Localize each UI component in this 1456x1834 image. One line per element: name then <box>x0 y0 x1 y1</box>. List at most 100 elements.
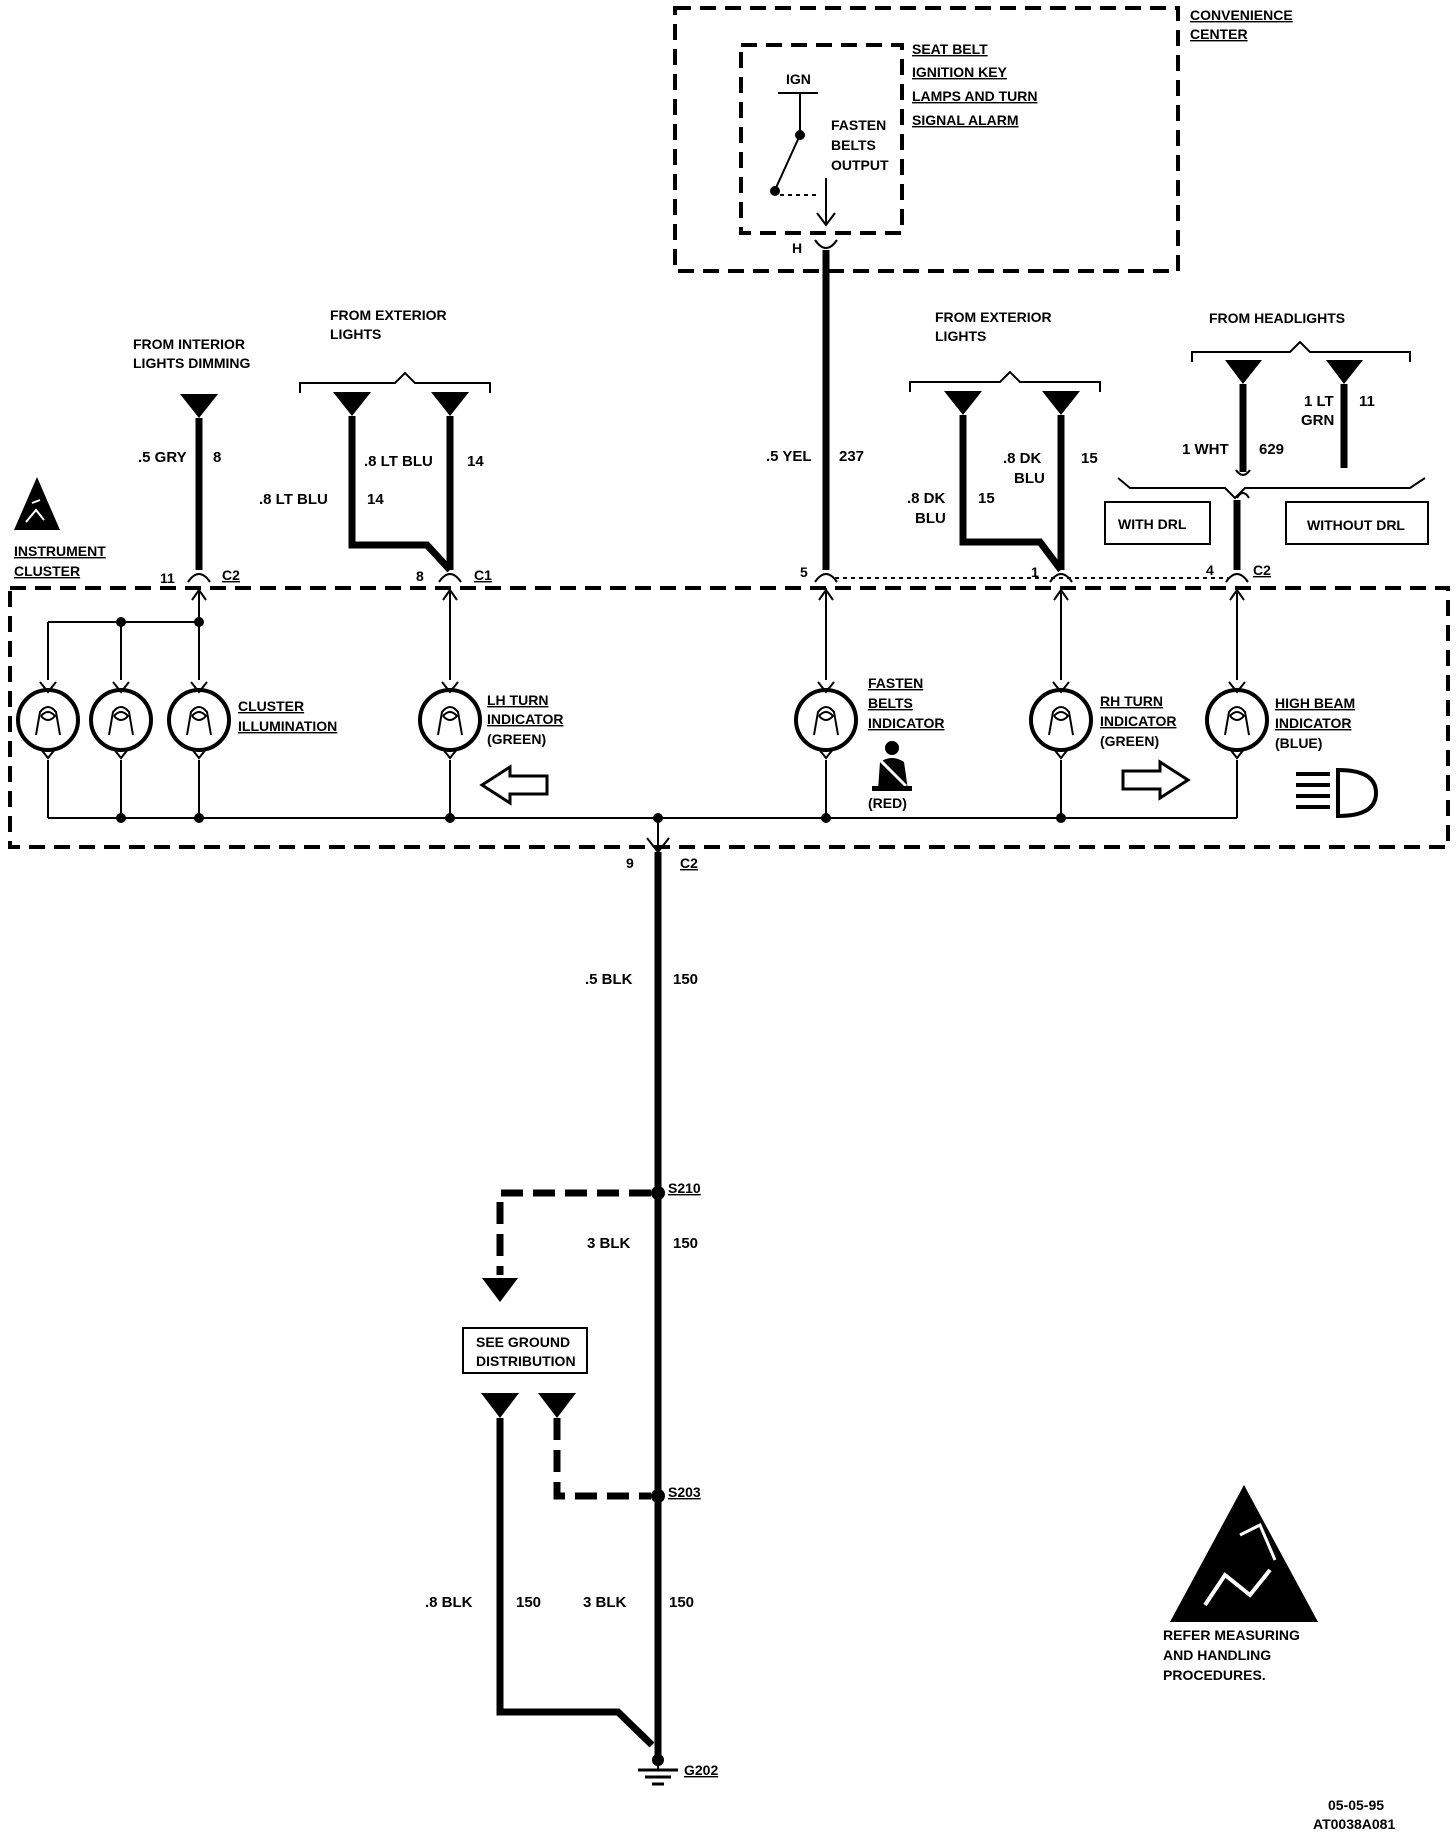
bulb-lh-turn-icon <box>418 681 482 760</box>
wire-wht-color: 1 WHT <box>1182 441 1229 458</box>
with-drl-label: WITH DRL <box>1118 516 1187 532</box>
doc-date: 05-05-95 <box>1328 1797 1384 1813</box>
ground-ref-1: SEE GROUND <box>476 1334 570 1350</box>
bulb-icons <box>16 681 1269 760</box>
pin-11: 11 <box>160 570 175 586</box>
bulb-high-beam-icon <box>1205 681 1269 760</box>
pin-8: 8 <box>416 568 424 584</box>
output-line-3: OUTPUT <box>831 157 889 173</box>
module-line-4: SIGNAL ALARM <box>912 112 1019 128</box>
esd-note-2: AND HANDLING <box>1163 1647 1271 1663</box>
bulb-rh-turn-icon <box>1029 681 1093 760</box>
esd-note-1: REFER MEASURING <box>1163 1627 1300 1643</box>
lamp-lh-turn-2: INDICATOR <box>487 711 563 727</box>
cluster-title-1: INSTRUMENT <box>14 543 106 559</box>
ign-label: IGN <box>786 71 811 87</box>
output-line-1: FASTEN <box>831 117 886 133</box>
with-drl-box <box>1104 501 1211 545</box>
lamp-fasten-color: (RED) <box>868 795 907 811</box>
output-line-2: BELTS <box>831 137 876 153</box>
lamp-fasten-2: BELTS <box>868 695 913 711</box>
convenience-center-title-1: CONVENIENCE <box>1190 7 1293 23</box>
lamp-high-beam-3: (BLUE) <box>1275 735 1322 751</box>
ground-distribution-box <box>462 1327 588 1374</box>
bulb-2-icon <box>89 681 153 760</box>
lamp-lh-turn-3: (GREEN) <box>487 731 546 747</box>
lamp-high-beam-2: INDICATOR <box>1275 715 1351 731</box>
wire-dkblu-a-color-1: .8 DK <box>1003 450 1042 467</box>
esd-note-3: PROCEDURES. <box>1163 1667 1266 1683</box>
left-arrow-icon <box>479 764 549 806</box>
bulb-cluster-illumination-icon <box>167 681 231 760</box>
lamp-rh-turn-1: RH TURN <box>1100 693 1163 709</box>
conn-c2-b: C2 <box>1253 562 1271 578</box>
ground-g202: G202 <box>684 1762 718 1778</box>
wire-wht-circuit: 629 <box>1259 441 1284 458</box>
wire-blk4-circuit: 150 <box>669 1594 694 1611</box>
pin-5: 5 <box>800 564 808 580</box>
wire-blk1-color: .5 BLK <box>585 971 633 988</box>
wire-gry-color: .5 GRY <box>138 449 187 466</box>
wire-dkblu-b-color-1: .8 DK <box>907 490 946 507</box>
module-line-1: SEAT BELT <box>912 41 988 57</box>
src-exterior-right-1: FROM EXTERIOR <box>935 309 1052 325</box>
lamp-high-beam-1: HIGH BEAM <box>1275 695 1355 711</box>
wire-blk2-circuit: 150 <box>673 1235 698 1252</box>
conn-c1: C1 <box>474 567 492 583</box>
splice-s203: S203 <box>668 1484 701 1500</box>
cluster-title-2: CLUSTER <box>14 563 80 579</box>
wire-dkblu-a-color-2: BLU <box>1014 470 1045 487</box>
pin-9: 9 <box>626 855 634 871</box>
wire-ltgrn-color-2: GRN <box>1301 412 1334 429</box>
high-beam-symbol-icon <box>1296 767 1379 819</box>
ground-ref-2: DISTRIBUTION <box>476 1353 576 1369</box>
pin-4: 4 <box>1206 562 1214 578</box>
src-exterior-left-1: FROM EXTERIOR <box>330 307 447 323</box>
wire-blk3-circuit: 150 <box>516 1594 541 1611</box>
wire-ltblu-b-circuit: 14 <box>367 491 384 508</box>
lamp-lh-turn-1: LH TURN <box>487 692 548 708</box>
convenience-center-title-2: CENTER <box>1190 26 1248 42</box>
connector-h-icon <box>814 239 838 249</box>
src-interior-2: LIGHTS DIMMING <box>133 355 251 371</box>
src-exterior-right-2: LIGHTS <box>935 328 986 344</box>
src-headlights: FROM HEADLIGHTS <box>1209 310 1345 326</box>
src-exterior-left-2: LIGHTS <box>330 326 381 342</box>
wire-dkblu-b-color-2: BLU <box>915 510 946 527</box>
lamp-cluster-illum-1: CLUSTER <box>238 698 304 714</box>
wire-blk4-color: 3 BLK <box>583 1594 627 1611</box>
right-arrow-icon <box>1121 759 1191 801</box>
wire-blk1-circuit: 150 <box>673 971 698 988</box>
module-line-3: LAMPS AND TURN <box>912 88 1037 104</box>
wire-ltgrn-color-1: 1 LT <box>1304 393 1334 410</box>
wire-blk3-color: .8 BLK <box>425 1594 473 1611</box>
lamp-fasten-1: FASTEN <box>868 675 923 691</box>
wire-ltblu-b-color: .8 LT BLU <box>259 491 328 508</box>
esd-warning-small-icon <box>14 477 60 530</box>
lamp-rh-turn-2: INDICATOR <box>1100 713 1176 729</box>
instrument-cluster: INSTRUMENT CLUSTER 11 C2 8 C1 5 1 4 C2 <box>8 477 1450 871</box>
doc-id: AT0038A081 <box>1313 1816 1395 1832</box>
conn-c2-c: C2 <box>680 855 698 871</box>
conn-c2-a: C2 <box>222 567 240 583</box>
bulb-1-icon <box>16 681 80 760</box>
wire-dkblu-a-circuit: 15 <box>1081 450 1098 467</box>
wire-dkblu-b-circuit: 15 <box>978 490 995 507</box>
wire-ltblu-a-color: .8 LT BLU <box>364 453 433 470</box>
lamp-fasten-3: INDICATOR <box>868 715 944 731</box>
source-triangles <box>180 360 1363 418</box>
module-line-2: IGNITION KEY <box>912 64 1008 80</box>
wire-gry-circuit: 8 <box>213 449 221 466</box>
pin-h: H <box>792 240 802 256</box>
pin-1: 1 <box>1031 564 1039 580</box>
wire-ltgrn-circuit: 11 <box>1359 393 1375 410</box>
src-interior-1: FROM INTERIOR <box>133 336 245 352</box>
esd-warning-icon <box>1170 1485 1318 1622</box>
lamp-cluster-illum-2: ILLUMINATION <box>238 718 337 734</box>
bulb-fasten-belts-icon <box>794 681 858 760</box>
wire-ltblu-a-circuit: 14 <box>467 453 484 470</box>
without-drl-label: WITHOUT DRL <box>1307 517 1405 533</box>
splice-s210: S210 <box>668 1180 701 1196</box>
wire-yel-circuit: 237 <box>839 448 864 465</box>
